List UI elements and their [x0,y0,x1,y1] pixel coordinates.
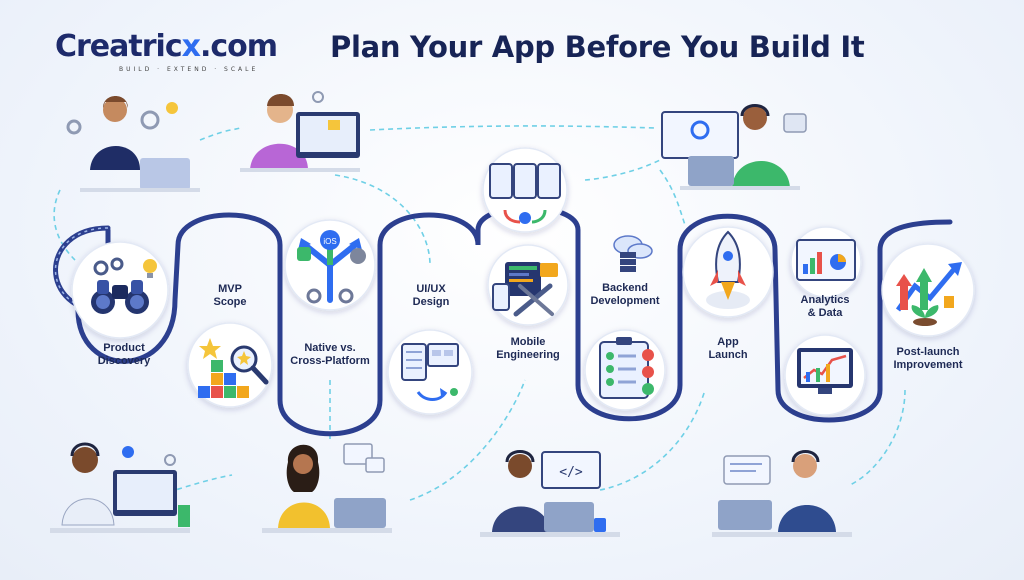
illustration-qa-engineer [712,450,852,537]
step-label-backend-development: Backend Development [590,282,660,307]
illustration-customer-support [50,442,190,533]
analytics-chart-icon [796,239,856,281]
step-label-mobile-engineering: Mobile Engineering [496,336,560,361]
server-checklist-icon [599,337,654,399]
step-label-post-launch-improvement: Post-launch Improvement [893,346,963,371]
brand-logo[interactable]: Creatricx.com BUILD · EXTEND · SCALE [55,29,278,74]
step-label-native-vs-cross-platform: Native vs. Cross-Platform [290,342,370,367]
mobile-code-icon [492,262,558,317]
svg-text:iOS: iOS [323,237,336,246]
svg-text:</>: </> [559,465,583,480]
illustration-developer: </> [480,450,620,537]
logo-wordmark: Creatricx.com [55,29,278,64]
ui-ux-design-node [387,329,473,415]
growth-arrows-icon [895,262,962,326]
illustration-mvp-planner [240,91,360,172]
illustration-designer [262,443,392,533]
illustration-discovery-team [66,96,200,192]
step-label-ui-ux-design: UI/UX Design [412,283,450,308]
server-cloud-icon [613,235,653,272]
step-label-mvp-scope: MVP Scope [213,283,247,308]
rocket-icon [706,230,750,309]
page-title: Plan Your App Before You Build It [330,30,865,64]
priority-blocks-icon [198,338,269,398]
wireframe-icon [401,343,459,401]
logo-tagline: BUILD · EXTEND · SCALE [119,66,259,73]
step-label-product-discovery: Product Discovery [97,342,151,367]
mobile-wireframe-icon [489,163,561,224]
connector-lines [53,125,906,501]
step-label-app-launch: App Launch [708,336,748,361]
monitor-chart-icon [797,348,853,394]
binoculars-icon [91,257,157,314]
illustration-support-agent [661,104,807,190]
step-label-analytics-data: Analytics & Data [800,294,850,319]
platform-choice-icon: iOS [297,230,366,304]
